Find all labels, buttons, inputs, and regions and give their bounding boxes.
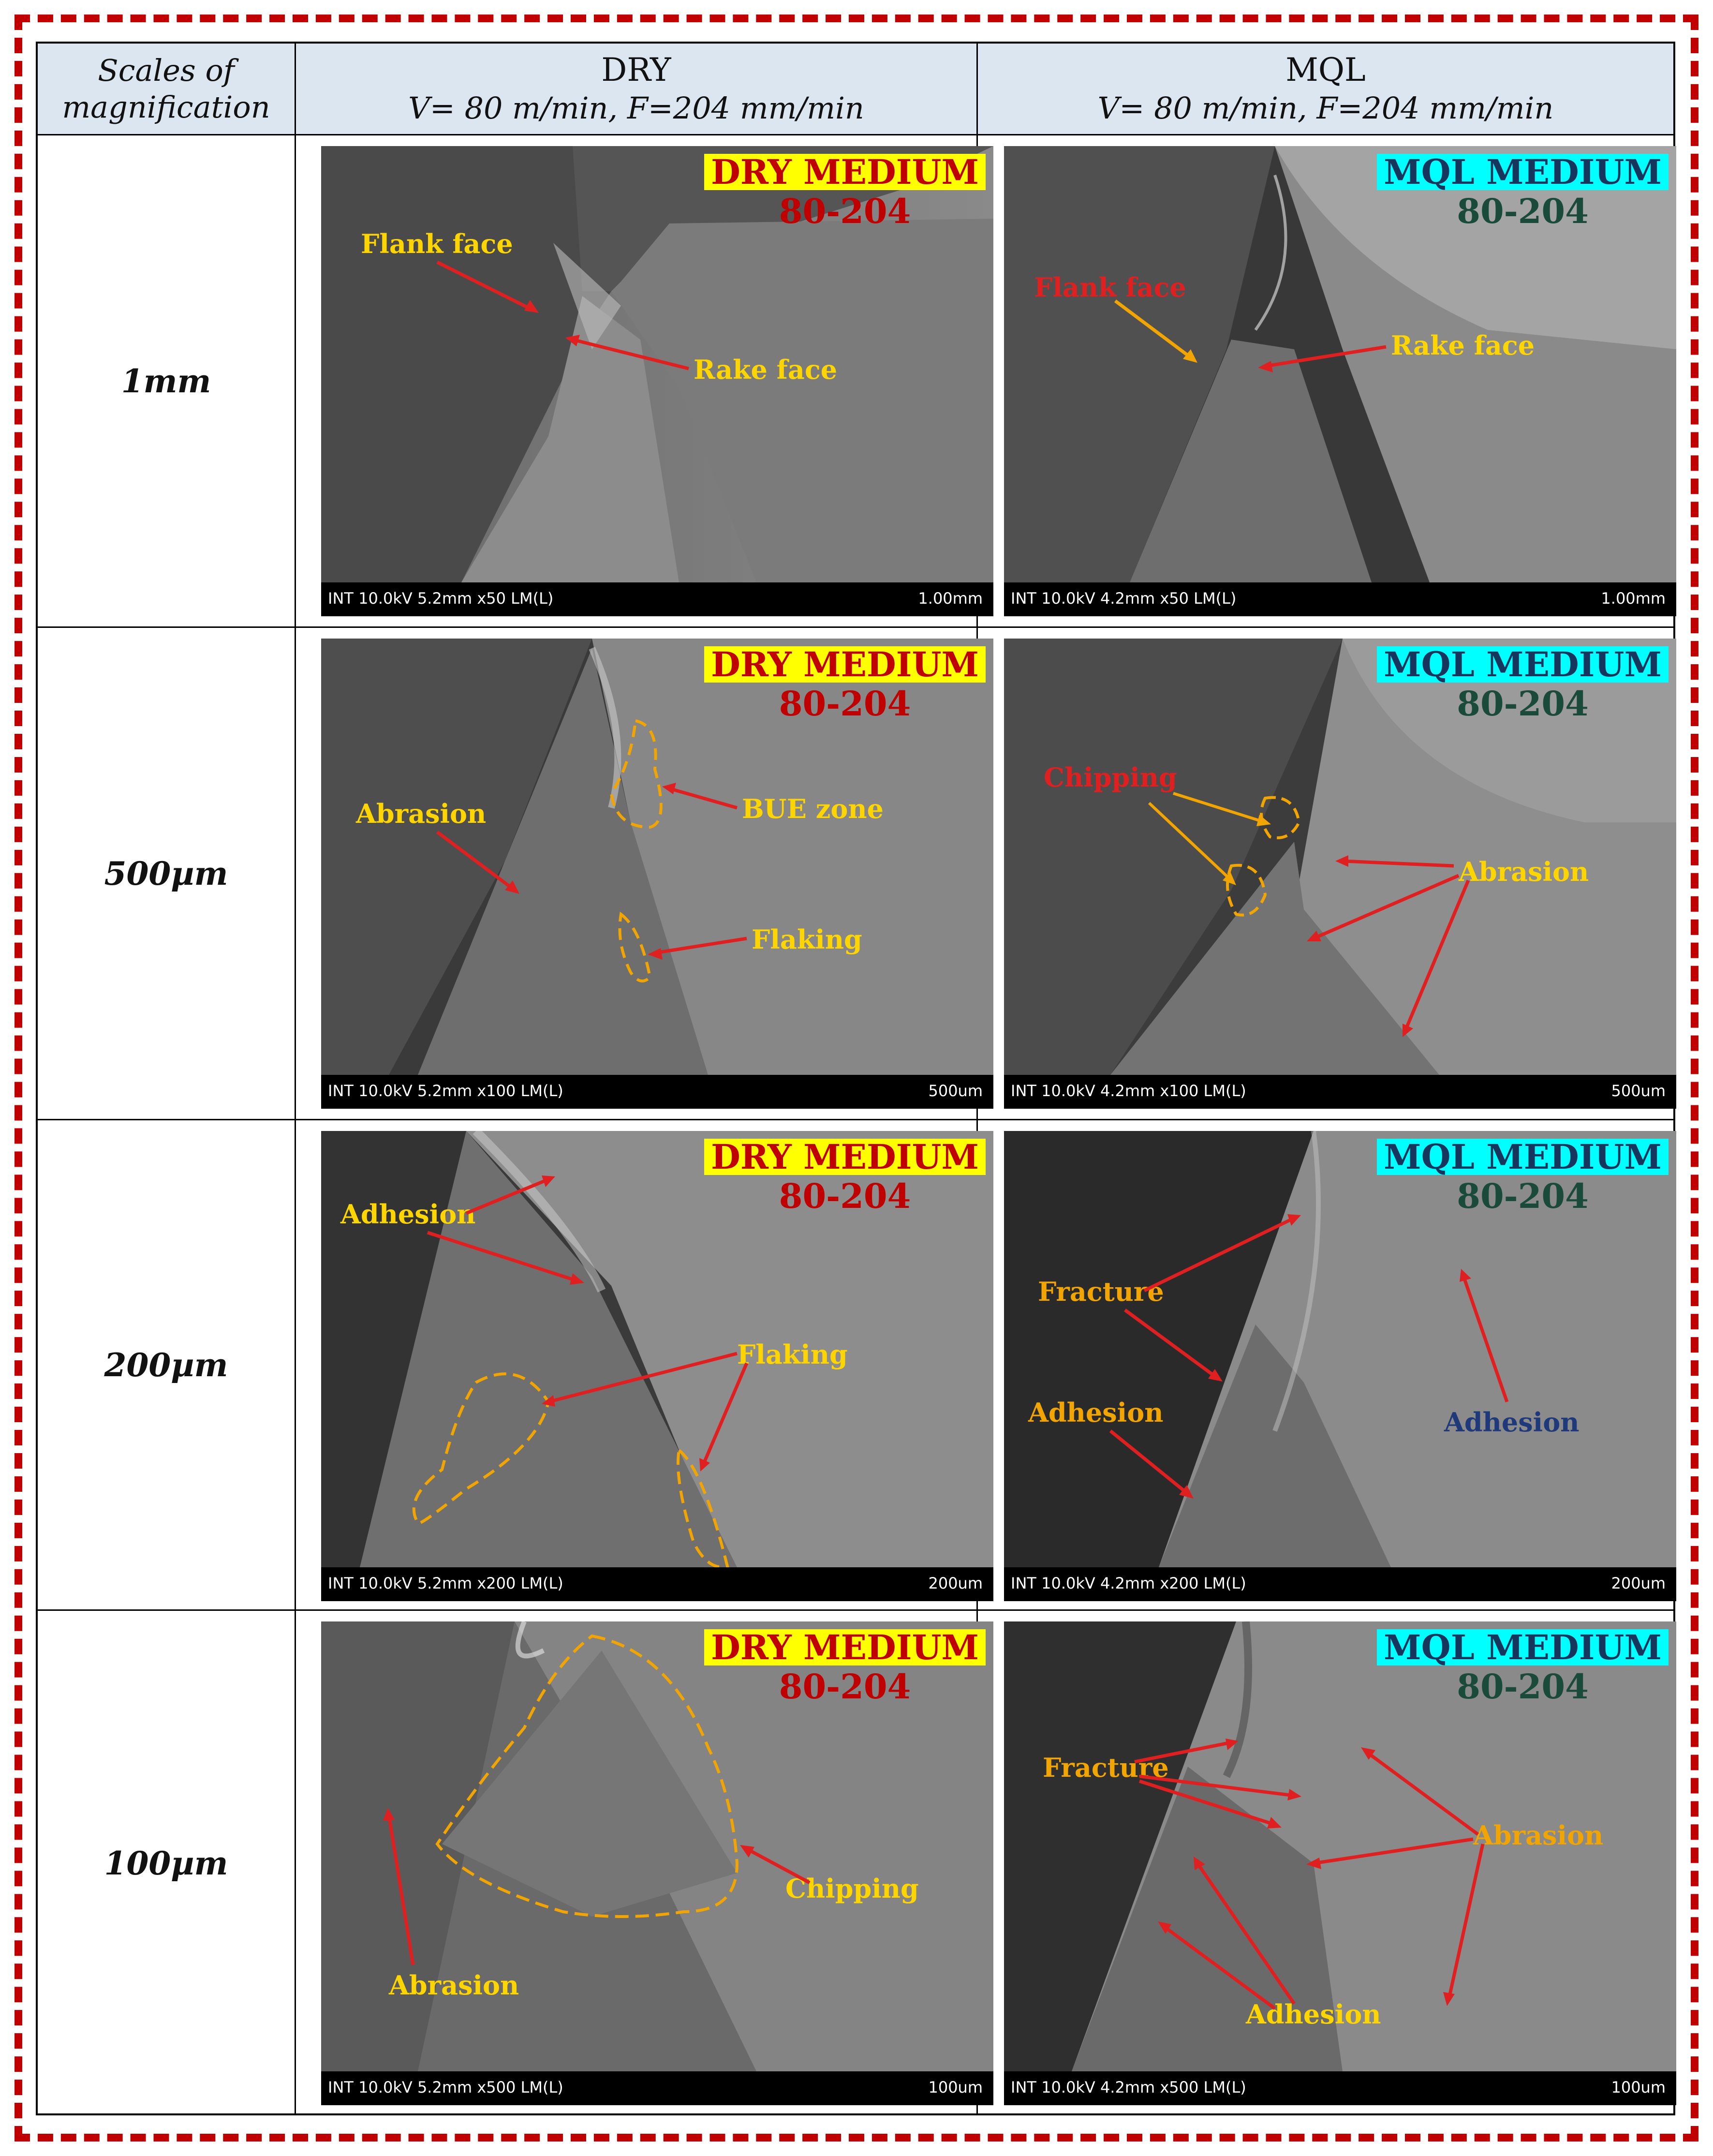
header-scales: Scales of magnification [38, 44, 296, 135]
row-divider [296, 1119, 1673, 1120]
medium-code: 80-204 [779, 1666, 911, 1707]
sem-info: INT 10.0kV 4.2mm x50 LM(L) [1011, 589, 1237, 608]
medium-code: 80-204 [1457, 191, 1589, 232]
sem-info: INT 10.0kV 5.2mm x100 LM(L) [328, 1082, 563, 1100]
medium-code: 80-204 [1457, 1176, 1589, 1217]
annotation-bue-zone: BUE zone [742, 793, 884, 824]
header-mql-params: V= 80 m/min, F=204 mm/min [1097, 90, 1554, 126]
sem-info-bar: INT 10.0kV 5.2mm x100 LM(L) 500um [321, 1075, 993, 1109]
medium-badge: DRY MEDIUM 80-204 [704, 1139, 986, 1214]
sem-image-dry-200um: DRY MEDIUM 80-204 Adhesion Flaking INT 1… [321, 1131, 993, 1601]
header-dry-params: V= 80 m/min, F=204 mm/min [408, 90, 864, 126]
sem-info: INT 10.0kV 5.2mm x500 LM(L) [328, 2078, 563, 2097]
sem-image-dry-500um: DRY MEDIUM 80-204 Abrasion BUE zone Flak… [321, 639, 993, 1109]
sem-info-bar: INT 10.0kV 5.2mm x200 LM(L) 200um [321, 1567, 993, 1601]
medium-badge: DRY MEDIUM 80-204 [704, 646, 986, 721]
annotation-chipping: Chipping [785, 1873, 919, 1904]
sem-image-dry-100um: DRY MEDIUM 80-204 Abrasion Chipping INT … [321, 1621, 993, 2105]
medium-label: MQL MEDIUM [1377, 1629, 1669, 1666]
scale-label-100um: 100µm [38, 1611, 296, 2115]
medium-badge: MQL MEDIUM 80-204 [1377, 154, 1669, 229]
header-mql-title: MQL [1285, 51, 1366, 89]
annotation-fracture: Fracture [1043, 1752, 1169, 1783]
annotation-adhesion-orange: Adhesion [1028, 1397, 1164, 1428]
sem-info: INT 10.0kV 5.2mm x200 LM(L) [328, 1574, 563, 1592]
annotation-adhesion-navy: Adhesion [1444, 1407, 1580, 1438]
medium-label: MQL MEDIUM [1377, 154, 1669, 191]
annotation-flaking: Flaking [737, 1339, 848, 1370]
annotation-rake-face: Rake face [1391, 330, 1535, 361]
annotation-flank-face: Flank face [361, 228, 513, 259]
sem-scale: 200um [1611, 1574, 1666, 1592]
annotation-abrasion: Abrasion [1459, 856, 1589, 887]
sem-image-mql-1mm: MQL MEDIUM 80-204 Flank face Rake face I… [1004, 146, 1676, 616]
sem-scale: 500um [1611, 1082, 1666, 1100]
sem-info-bar: INT 10.0kV 5.2mm x50 LM(L) 1.00mm [321, 582, 993, 616]
medium-badge: MQL MEDIUM 80-204 [1377, 1139, 1669, 1214]
medium-code: 80-204 [779, 684, 911, 724]
medium-code: 80-204 [1457, 1666, 1589, 1707]
header-scales-line1: Scales of [98, 52, 235, 88]
medium-label: MQL MEDIUM [1377, 1139, 1669, 1175]
column-divider [976, 135, 978, 2113]
header-mql: MQL V= 80 m/min, F=204 mm/min [978, 44, 1673, 135]
header-dry: DRY V= 80 m/min, F=204 mm/min [296, 44, 978, 135]
sem-info-bar: INT 10.0kV 4.2mm x50 LM(L) 1.00mm [1004, 582, 1676, 616]
scale-label-500um: 500µm [38, 628, 296, 1120]
annotation-abrasion: Abrasion [389, 1970, 519, 2001]
medium-badge: MQL MEDIUM 80-204 [1377, 646, 1669, 721]
annotation-flank-face: Flank face [1034, 272, 1186, 303]
sem-info: INT 10.0kV 4.2mm x200 LM(L) [1011, 1574, 1246, 1592]
sem-info: INT 10.0kV 4.2mm x500 LM(L) [1011, 2078, 1246, 2097]
annotation-flaking: Flaking [752, 924, 862, 955]
sem-info-bar: INT 10.0kV 4.2mm x200 LM(L) 200um [1004, 1567, 1676, 1601]
medium-label: MQL MEDIUM [1377, 646, 1669, 683]
sem-info-bar: INT 10.0kV 4.2mm x500 LM(L) 100um [1004, 2071, 1676, 2105]
dashed-frame [15, 15, 1698, 2141]
header-scales-line2: magnification [62, 89, 270, 125]
medium-badge: DRY MEDIUM 80-204 [704, 1629, 986, 1704]
sem-scale: 100um [1611, 2078, 1666, 2097]
sem-image-mql-500um: MQL MEDIUM 80-204 Chipping Abrasion INT … [1004, 639, 1676, 1109]
scale-label-200um: 200µm [38, 1120, 296, 1611]
sem-info: INT 10.0kV 4.2mm x100 LM(L) [1011, 1082, 1246, 1100]
sem-info: INT 10.0kV 5.2mm x50 LM(L) [328, 589, 554, 608]
annotation-chipping: Chipping [1044, 762, 1177, 793]
medium-badge: MQL MEDIUM 80-204 [1377, 1629, 1669, 1704]
medium-label: DRY MEDIUM [704, 154, 986, 191]
scale-label-1mm: 1mm [38, 135, 296, 628]
medium-label: DRY MEDIUM [704, 1629, 986, 1666]
sem-scale: 100um [928, 2078, 983, 2097]
comparison-table: Scales of magnification DRY V= 80 m/min,… [36, 42, 1676, 2115]
medium-code: 80-204 [779, 1176, 911, 1217]
annotation-rake-face: Rake face [694, 354, 838, 385]
medium-code: 80-204 [1457, 684, 1589, 724]
medium-code: 80-204 [779, 191, 911, 232]
sem-image-mql-100um: MQL MEDIUM 80-204 Fracture Abrasion Adhe… [1004, 1621, 1676, 2105]
sem-info-bar: INT 10.0kV 4.2mm x100 LM(L) 500um [1004, 1075, 1676, 1109]
annotation-adhesion: Adhesion [340, 1199, 476, 1230]
annotation-adhesion: Adhesion [1246, 1999, 1381, 2030]
annotation-fracture: Fracture [1038, 1276, 1164, 1307]
sem-scale: 500um [928, 1082, 983, 1100]
sem-image-dry-1mm: DRY MEDIUM 80-204 Flank face Rake face I… [321, 146, 993, 616]
row-divider [296, 626, 1673, 628]
sem-scale: 200um [928, 1574, 983, 1592]
medium-badge: DRY MEDIUM 80-204 [704, 154, 986, 229]
medium-label: DRY MEDIUM [704, 646, 986, 683]
annotation-abrasion: Abrasion [1473, 1820, 1604, 1851]
header-dry-title: DRY [601, 51, 671, 89]
sem-scale: 1.00mm [918, 589, 983, 608]
sem-scale: 1.00mm [1601, 589, 1666, 608]
sem-info-bar: INT 10.0kV 5.2mm x500 LM(L) 100um [321, 2071, 993, 2105]
row-divider [296, 1609, 1673, 1611]
sem-image-mql-200um: MQL MEDIUM 80-204 Fracture Adhesion Adhe… [1004, 1131, 1676, 1601]
annotation-abrasion: Abrasion [356, 798, 487, 829]
medium-label: DRY MEDIUM [704, 1139, 986, 1175]
